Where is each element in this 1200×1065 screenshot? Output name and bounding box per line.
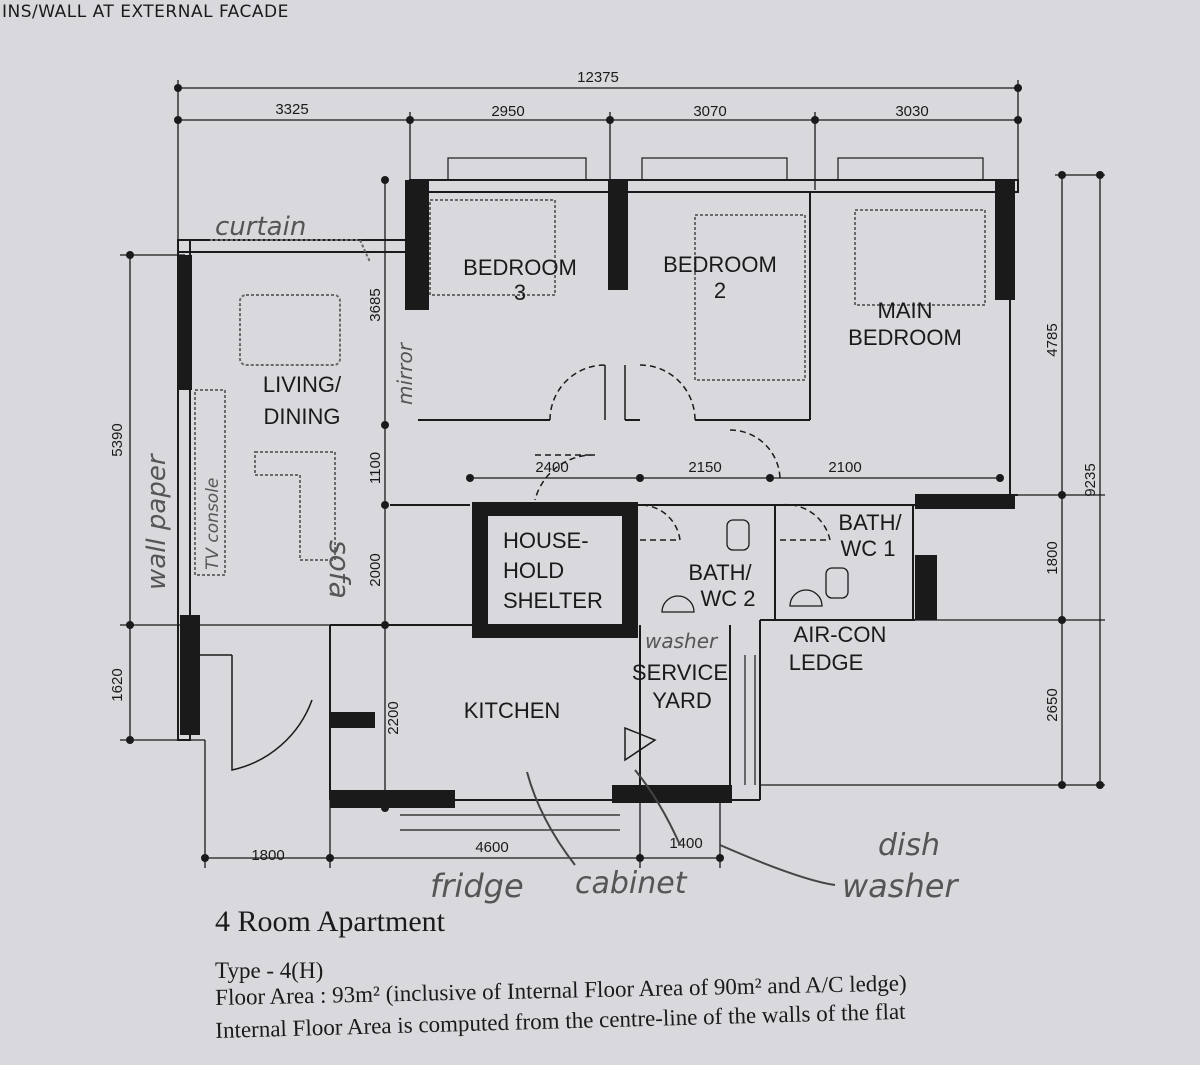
left-wall bbox=[177, 239, 191, 741]
room-bedroom2-line1: BEDROOM bbox=[663, 252, 777, 277]
note-mirror: mirror bbox=[393, 341, 417, 405]
room-service-line2: YARD bbox=[652, 688, 712, 713]
dining-table-sketch bbox=[239, 294, 341, 366]
dim-inner-3: 2000 bbox=[367, 553, 384, 586]
room-kitchen: KITCHEN bbox=[464, 698, 561, 723]
pencil-arrow-dishwasher bbox=[719, 844, 836, 886]
room-bath2-line2: WC 2 bbox=[701, 586, 756, 611]
room-living-line1: LIVING/ bbox=[263, 372, 342, 397]
bed-sketch-3 bbox=[429, 199, 556, 296]
floor-plan: 12375 3325 2950 3070 3030 9235 4785 1800… bbox=[109, 69, 1105, 905]
bed-sketch-2 bbox=[694, 214, 806, 381]
dim-bottom-1: 1800 bbox=[251, 847, 284, 864]
dim-top-3: 3070 bbox=[693, 103, 726, 120]
room-bedroom3-line1: BEDROOM bbox=[463, 255, 577, 280]
note-cabinet: cabinet bbox=[575, 866, 688, 901]
dim-corridor-2: 2150 bbox=[688, 459, 721, 476]
room-shelter-line2: HOLD bbox=[503, 558, 564, 583]
note-fridge: fridge bbox=[430, 867, 524, 905]
dim-right-total: 9235 bbox=[1082, 463, 1099, 496]
note-dishwasher: washer bbox=[842, 867, 959, 905]
room-aircon-line1: AIR-CON bbox=[794, 622, 887, 647]
room-bedroom2-line2: 2 bbox=[714, 278, 726, 303]
tv-console-sketch bbox=[194, 389, 226, 576]
room-living-line2: DINING bbox=[264, 404, 341, 429]
dim-right-2: 1800 bbox=[1044, 541, 1061, 574]
room-bath1-line2: WC 1 bbox=[841, 536, 896, 561]
dim-top-4: 3030 bbox=[895, 103, 928, 120]
room-aircon-line2: LEDGE bbox=[789, 650, 864, 675]
dim-inner-2: 1100 bbox=[367, 452, 384, 484]
sofa-sketch bbox=[254, 451, 336, 561]
room-bath1-line1: BATH/ bbox=[838, 510, 902, 535]
bed-sketch-main bbox=[854, 209, 986, 306]
dim-top-2: 2950 bbox=[491, 103, 524, 120]
dim-corridor-1: 2400 bbox=[535, 459, 568, 476]
room-service-line1: SERVICE bbox=[632, 660, 728, 685]
note-sofa: sofa bbox=[323, 540, 356, 599]
dim-inner-1: 3685 bbox=[367, 288, 384, 321]
dim-right-3: 2650 bbox=[1044, 688, 1061, 721]
room-bedroom3-line2: 3 bbox=[514, 280, 526, 305]
caption-title: 4 Room Apartment bbox=[215, 905, 445, 938]
top-wall bbox=[409, 179, 1019, 193]
dim-bottom-3: 1400 bbox=[669, 835, 702, 852]
room-shelter-line1: HOUSE- bbox=[503, 528, 589, 553]
room-bath2-line1: BATH/ bbox=[688, 560, 752, 585]
basin-wc1 bbox=[789, 589, 823, 607]
basin-wc2 bbox=[661, 595, 695, 613]
room-shelter-line3: SHELTER bbox=[503, 588, 603, 613]
pencil-arrow-fridge bbox=[526, 771, 576, 866]
wall-column bbox=[405, 180, 429, 310]
toilet-wc2 bbox=[726, 519, 750, 551]
main-door bbox=[231, 655, 313, 771]
dim-bottom-2: 4600 bbox=[475, 839, 508, 856]
note-tv-console: TV console bbox=[203, 478, 223, 570]
note-curtain: curtain bbox=[215, 212, 306, 242]
dim-top-1: 3325 bbox=[275, 101, 308, 118]
dim-corridor-3: 2100 bbox=[828, 459, 861, 476]
room-main-bedroom-line2: BEDROOM bbox=[848, 325, 962, 350]
dim-left-2: 1620 bbox=[109, 668, 126, 701]
shelter-door bbox=[534, 454, 596, 501]
dim-right-1: 4785 bbox=[1044, 323, 1061, 356]
toilet-wc1 bbox=[825, 567, 849, 599]
room-main-bedroom-line1: MAIN bbox=[878, 298, 933, 323]
dim-left-1: 5390 bbox=[109, 423, 126, 456]
note-wallpaper: wall paper bbox=[142, 452, 172, 590]
dim-overall: 12375 bbox=[577, 69, 619, 86]
header-note: INS/WALL AT EXTERNAL FACADE bbox=[2, 2, 289, 22]
note-washer: washer bbox=[645, 629, 719, 653]
caption-type: Type - 4(H) bbox=[215, 958, 324, 983]
dim-inner-4: 2200 bbox=[385, 701, 402, 734]
note-dish: dish bbox=[878, 828, 940, 863]
